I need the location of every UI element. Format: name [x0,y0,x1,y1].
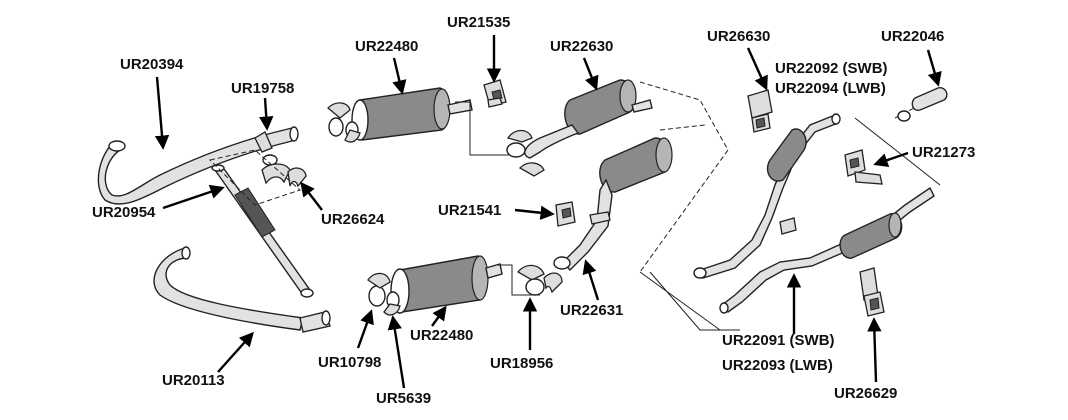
rear-clip [779,217,797,235]
label-ur20954: UR20954 [92,204,156,221]
label-ur22094-lwb: UR22094 (LWB) [775,80,886,97]
label-ur22631: UR22631 [560,302,623,319]
label-ur5639: UR5639 [376,390,431,407]
tail-pipe [897,87,948,122]
hanger-ur26629 [859,267,885,317]
front-gasket-and-clamp [209,131,307,206]
callout-arrows [154,35,942,389]
flex-pipe [211,164,314,298]
label-ur21273: UR21273 [912,144,975,161]
label-ur22480-upper: UR22480 [355,38,418,55]
hanger-ur21541 [555,201,576,227]
rear-pipe-lower [719,186,935,314]
label-ur22093-lwb: UR22093 (LWB) [722,357,833,374]
label-ur22480-lower: UR22480 [410,327,473,344]
hanger-ur21535 [483,79,507,108]
assembly-guide-lines [455,81,729,331]
intermediate-pipe-upper [693,113,841,279]
clamp-ur18956 [517,264,563,296]
label-ur22092-swb: UR22092 (SWB) [775,60,888,77]
front-silencer-lower [367,255,503,316]
hanger-ur26630 [747,89,773,133]
label-ur20394: UR20394 [120,56,184,73]
center-silencer-lower [518,137,673,272]
label-ur18956: UR18956 [490,355,553,372]
label-ur22630: UR22630 [550,38,613,55]
label-ur10798: UR10798 [318,354,381,371]
label-ur19758: UR19758 [231,80,294,97]
label-ur26629: UR26629 [834,385,897,402]
front-down-pipe-upper [97,126,299,205]
label-ur26624: UR26624 [321,211,385,228]
hanger-ur21273 [844,149,883,185]
center-silencer-upper [506,79,653,159]
label-ur22046: UR22046 [881,28,944,45]
label-ur21541: UR21541 [438,202,501,219]
label-ur20113: UR20113 [162,372,225,389]
label-ur22091-swb: UR22091 (SWB) [722,332,835,349]
front-silencer-upper [327,87,473,143]
part-labels: UR20394 UR19758 UR20954 UR26624 UR20113 … [92,14,975,407]
front-down-pipe-lower [153,246,331,333]
label-ur26630: UR26630 [707,28,770,45]
label-ur21535: UR21535 [447,14,510,31]
